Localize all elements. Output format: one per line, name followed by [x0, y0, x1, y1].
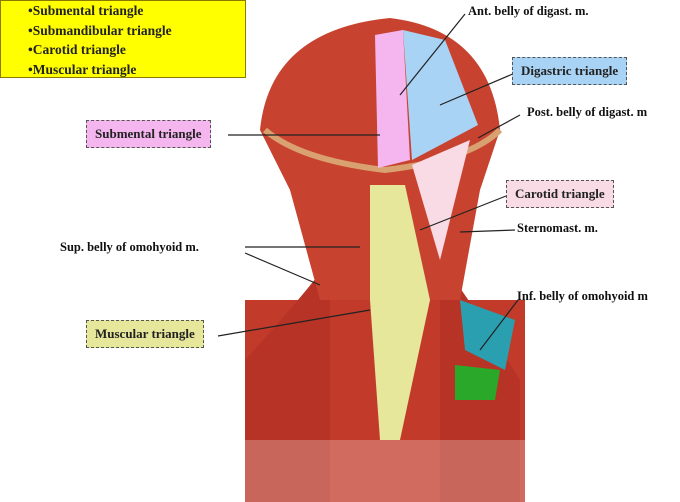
legend-item: •Carotid triangle — [28, 42, 126, 57]
label-inf-belly-omohyoid: Inf. belly of omohyoid m — [517, 289, 648, 303]
posterior-triangle-blue — [460, 300, 515, 370]
digastric-region — [403, 30, 478, 160]
label-digastric-triangle: Digastric triangle — [512, 57, 628, 85]
clavicle-area — [240, 440, 525, 502]
label-post-belly: Post. belly of digast. m — [527, 105, 648, 119]
legend-item: •Muscular triangle — [28, 61, 137, 77]
legend-item: •Submental triangle — [28, 3, 144, 18]
muscular-region — [370, 185, 430, 440]
label-carotid-triangle: Carotid triangle — [506, 180, 614, 208]
label-muscular-triangle: Muscular triangle — [86, 320, 204, 348]
pointer-lines — [217, 13, 521, 351]
legend-item: •Submandibular triangle — [28, 22, 172, 38]
submental-region — [375, 30, 410, 168]
label-sternomast: Sternomast. m. — [517, 221, 598, 235]
posterior-triangle-green — [455, 365, 500, 400]
triangle-legend: •Submental triangle •Submandibular trian… — [0, 0, 246, 78]
mandible — [263, 127, 503, 174]
label-sup-belly-omohyoid: Sup. belly of omohyoid m. — [60, 240, 199, 254]
label-ant-belly: Ant. belly of digast. m. — [468, 4, 589, 18]
carotid-region — [412, 140, 470, 260]
label-submental-triangle: Submental triangle — [86, 120, 211, 148]
